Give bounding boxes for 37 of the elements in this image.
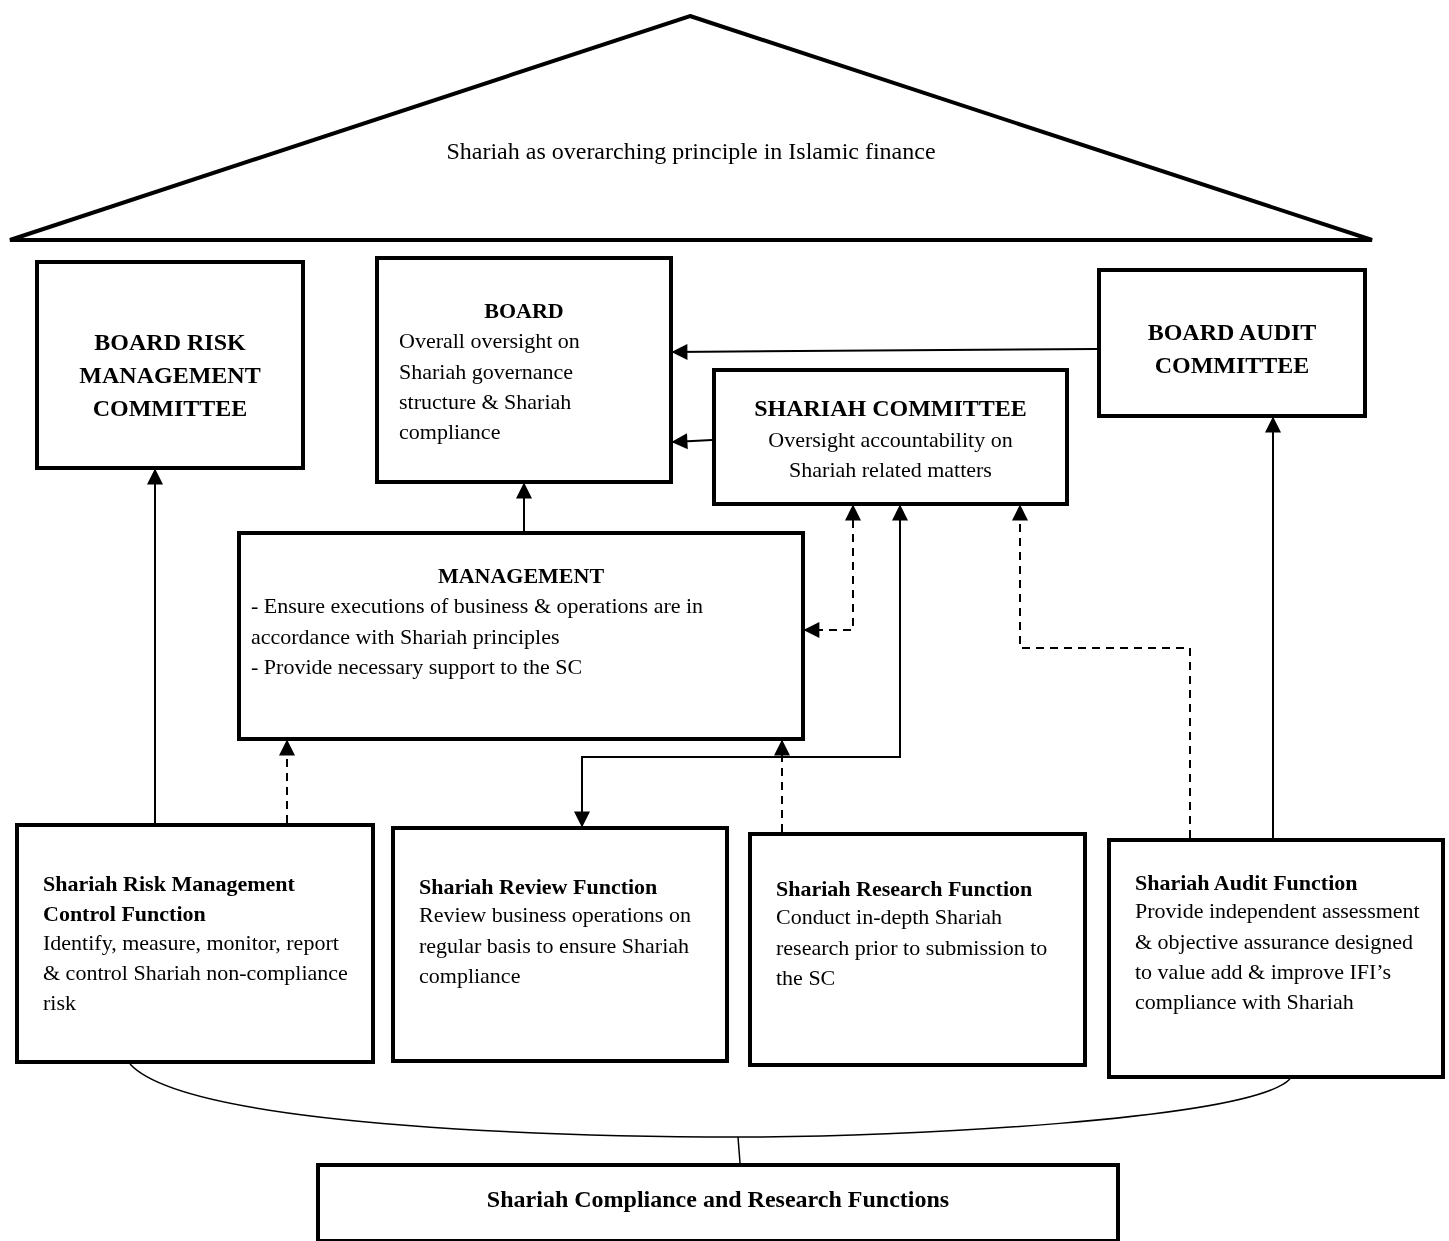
committee-box <box>237 531 805 741</box>
arrow <box>574 504 908 828</box>
box-heading: Shariah Compliance and Research Functions <box>485 1185 951 1214</box>
committee-box <box>35 260 305 470</box>
committee-box <box>316 1163 1120 1241</box>
box-text: Shariah as overarching principle in Islamic finance <box>445 137 937 166</box>
box-heading: BOARD AUDIT COMMITTEE <box>1146 318 1318 381</box>
box-text: Review business operations on regular basis to ensure Shariah compliance <box>418 901 692 991</box>
arrow <box>516 482 532 532</box>
box-heading: Shariah Audit Function <box>1134 869 1359 897</box>
arrow <box>1265 416 1281 839</box>
box-text: Oversight accountability on Shariah related matters <box>767 426 1014 485</box>
box-heading: SHARIAH COMMITTEE <box>753 394 1028 423</box>
box-heading: Shariah Risk Management Control Function <box>42 870 296 929</box>
box-heading: BOARD <box>483 297 565 325</box>
dashed-arrow <box>1012 504 1191 839</box>
committee-box <box>1097 268 1367 418</box>
function-box <box>15 823 375 1064</box>
roof-triangle <box>10 14 1372 242</box>
function-box <box>748 832 1087 1067</box>
box-text: - Ensure executions of business & operations are in accordance with Shariah principles <box>251 592 705 651</box>
box-text: Identify, measure, monitor, report & control Shariah non-compliance risk <box>42 928 349 1018</box>
committee-box <box>375 256 673 484</box>
committee-box <box>712 368 1069 506</box>
box-text: Conduct in-depth Shariah research prior to submission to the SC <box>775 903 1049 993</box>
function-box <box>391 826 729 1063</box>
function-box <box>1107 838 1445 1079</box>
box-heading: Shariah Research Function <box>775 875 1034 903</box>
box-text: - Provide necessary support to the SC <box>251 653 584 682</box>
box-heading: BOARD RISK MANAGEMENT COMMITTEE <box>78 328 262 424</box>
arrow <box>147 468 163 824</box>
box-heading: MANAGEMENT <box>436 562 606 590</box>
dashed-arrow <box>774 739 790 833</box>
box-heading: Shariah Review Function <box>418 873 659 901</box>
box-text: Provide independent assessment & objective assurance designed to value add & improve IFI’s compliance with Shariah <box>1134 897 1421 1017</box>
box-text: Overall oversight on Shariah governance structure & Shariah compliance <box>398 327 581 447</box>
dashed-arrow <box>279 739 295 824</box>
